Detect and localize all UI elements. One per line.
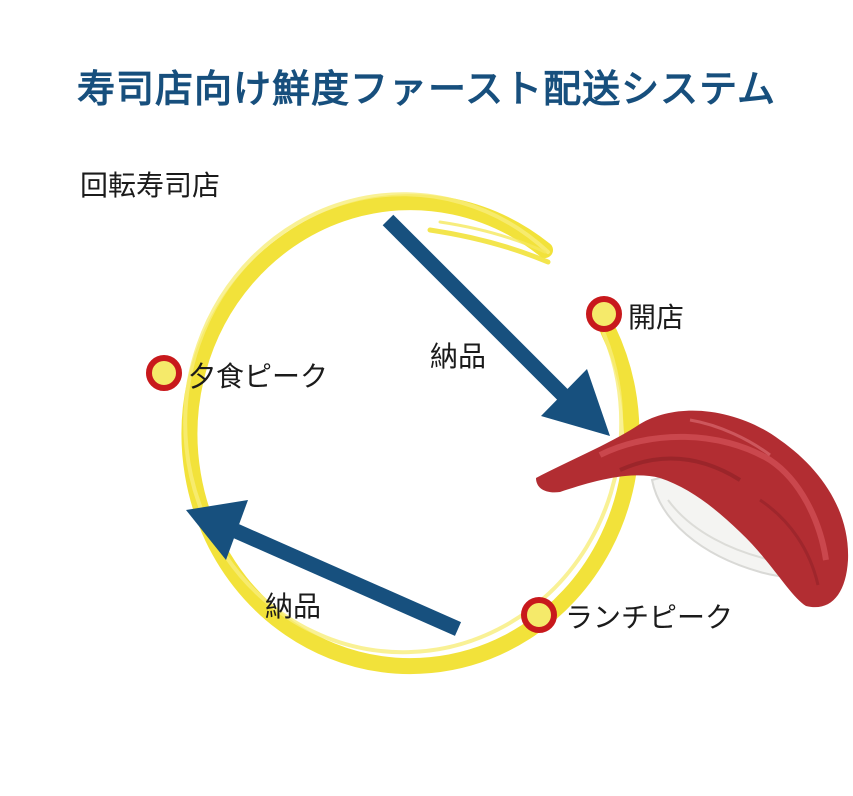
delivery-label-1: 納品	[430, 340, 487, 373]
delivery-arrow-2	[186, 500, 462, 636]
delivery-arrow-1	[382, 214, 610, 436]
milestone-marker-opening	[586, 296, 622, 332]
shop-label: 回転寿司店	[80, 169, 221, 202]
milestone-marker-evening-peak	[146, 355, 182, 391]
delivery-label-2: 納品	[265, 590, 322, 623]
milestone-label-lunch-peak: ランチピーク	[565, 601, 734, 634]
milestone-label-evening-peak: 夕食ピーク	[188, 360, 329, 393]
milestone-marker-lunch-peak	[521, 597, 557, 633]
milestone-label-opening: 開店	[628, 301, 685, 334]
page-title: 寿司店向け鮮度ファースト配送システム	[77, 67, 776, 111]
sushi-nigiri-image	[536, 410, 849, 608]
